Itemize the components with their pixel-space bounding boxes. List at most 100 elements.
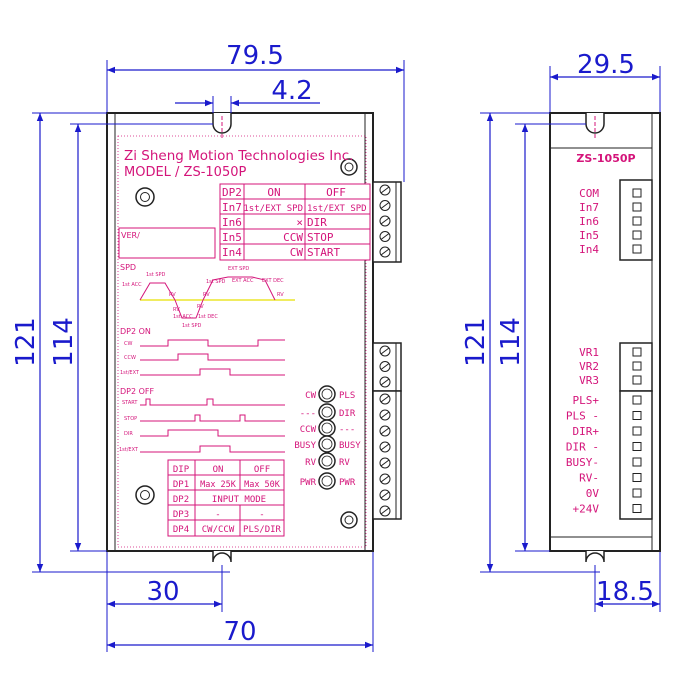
dp2-cell: In6 (222, 216, 242, 229)
pin-socket (632, 426, 642, 436)
spd-annotation: RV (203, 292, 210, 298)
signal-label: CCW (124, 355, 136, 361)
spd-annotation: 1st DEC (198, 314, 218, 320)
led-column: CW PLS --- DIR CCW --- BUSY BUSY RV RV P… (294, 385, 361, 490)
pin-socket (632, 395, 642, 405)
spd-annotation: 1st SPD (206, 279, 226, 285)
dp2-on-timing: CW CCW 1st/EXT (120, 339, 285, 376)
dp2-cell: In4 (222, 246, 242, 259)
screw-bottom-right (340, 511, 358, 529)
pin-socket (632, 216, 642, 226)
pin-label: In7 (579, 201, 599, 214)
led-label: PWR (300, 478, 317, 488)
dim-114-left: 114 (49, 317, 79, 367)
led-label: PWR (339, 478, 356, 488)
pin-socket (632, 375, 642, 385)
ver-label: VER/ (121, 231, 140, 240)
dp2-off-timing: START STOP DIR 1st/EXT (119, 398, 285, 453)
terminal-screw-slot (380, 347, 390, 355)
pin-socket (632, 188, 642, 198)
dim-18-5: 18.5 (596, 577, 654, 607)
pin-socket (632, 361, 642, 371)
led-label: CCW (300, 425, 317, 435)
dp2-on-label: DP2 ON (120, 327, 151, 336)
spd-annotation: RV (169, 292, 176, 298)
dp2-table: DP2 ON OFF In7 1st/EXT SPD 1st/EXT SPD I… (219, 183, 371, 261)
dp2-off-label: DP2 OFF (120, 387, 155, 396)
dip-header: DIP (173, 465, 190, 475)
spd-annotation: EXT DEC (262, 278, 284, 284)
spd-annotation: 1st ACC (173, 314, 193, 320)
terminal-screw-slot (380, 395, 390, 403)
spd-waveform: 1st ACC 1st SPD RV RV 1st ACC 1st SPD 1s… (122, 266, 295, 329)
terminal-screw-slot (380, 248, 390, 256)
led-indicator: RV RV (305, 452, 350, 470)
led-label: DIR (339, 409, 356, 419)
dim-4-2: 4.2 (271, 76, 312, 106)
dp2-header-2: OFF (326, 186, 346, 199)
dip-cell: DP2 (173, 495, 189, 505)
dp2-cell: DIR (307, 216, 327, 229)
label-area (117, 135, 367, 548)
side-terminal-bottom (619, 390, 653, 520)
dim-114-right: 114 (496, 317, 526, 367)
led-label: --- (339, 425, 355, 435)
dim-121-right: 121 (461, 317, 491, 367)
pin-label: 0V (586, 487, 600, 500)
ver-box (118, 227, 216, 259)
front-view: Zi Sheng Motion Technologies Inc. MODEL … (106, 112, 402, 563)
pin-label: RV- (579, 472, 599, 485)
pin-socket (632, 442, 642, 451)
terminal-screw-slot (380, 443, 390, 451)
led-indicator: CW PLS (305, 385, 355, 403)
spd-annotation: 1st SPD (182, 323, 202, 329)
led-label: RV (339, 458, 350, 468)
dip-header: OFF (254, 465, 270, 475)
signal-label: CW (124, 341, 132, 347)
pin-label: VR3 (579, 374, 599, 387)
dp2-cell: 1st/EXT SPD (243, 204, 303, 214)
pin-socket (632, 411, 642, 420)
dip-cell: PLS/DIR (243, 525, 282, 535)
terminal-screw-slot (380, 378, 390, 386)
pin-label: +24V (573, 503, 600, 516)
dip-cell: DP3 (173, 510, 189, 520)
terminal-screw-slot (380, 459, 390, 467)
terminal-screw-slot (380, 217, 390, 225)
pin-socket (632, 347, 642, 357)
spd-annotation: 1st ACC (122, 282, 142, 288)
terminal-screw-slot (380, 202, 390, 209)
dip-header: ON (213, 465, 224, 475)
terminal-screw-slot (380, 427, 390, 435)
side-model: ZS-1050P (576, 152, 635, 165)
dp2-cell: START (307, 246, 340, 259)
dp2-cell: CCW (283, 231, 303, 244)
pin-label: In5 (579, 229, 599, 242)
terminal-block-mid (372, 342, 402, 392)
dip-cell: CW/CCW (202, 525, 235, 535)
pin-socket (632, 244, 642, 254)
terminal-screw-slot (380, 411, 390, 419)
spd-annotation: RV (197, 304, 204, 310)
led-label: --- (300, 409, 316, 419)
dp2-cell: × (296, 216, 303, 229)
led-label: BUSY (294, 441, 316, 451)
pin-socket (632, 230, 642, 240)
terminal-screw-slot (380, 475, 390, 483)
pin-label: DIR+ (573, 425, 600, 438)
pin-socket (632, 504, 642, 513)
brand-text: Zi Sheng Motion Technologies Inc. (124, 148, 353, 164)
pin-label: VR2 (579, 360, 599, 373)
spd-annotation: EXT SPD (228, 266, 249, 272)
signal-label: STOP (124, 416, 137, 422)
dim-121-left: 121 (11, 317, 41, 367)
terminal-screw-slot (380, 507, 390, 515)
pin-socket (632, 202, 642, 212)
terminal-screw-slot (380, 186, 390, 194)
dip-table: DIP ON OFF DP1 Max 25K Max 50K DP2 INPUT… (167, 459, 285, 537)
pin-socket (632, 473, 642, 482)
terminal-block-top (372, 181, 402, 263)
side-dimensions: 29.5 121 114 18.5 (461, 50, 661, 612)
dip-cell: DP1 (173, 480, 189, 490)
led-indicator: PWR PWR (300, 472, 356, 490)
